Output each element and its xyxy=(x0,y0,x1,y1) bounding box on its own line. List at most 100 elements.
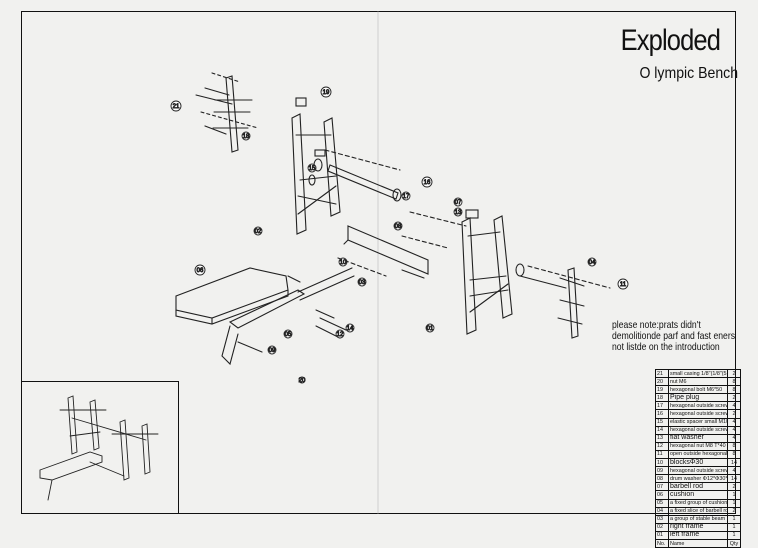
assembly-note: please note:prats didn't demolitionde pa… xyxy=(612,319,736,353)
parts-name-cell: hexagonal nut M8 T*40 xyxy=(668,441,728,451)
parts-no-cell: 17 xyxy=(655,401,669,411)
parts-qty-cell: 1 xyxy=(727,490,741,500)
drawing-sheet: 21 19 18 02 16 07 13 10 03 05 06 04 11 0… xyxy=(21,11,741,548)
parts-qty-cell: 2 xyxy=(727,409,741,419)
svg-text:07: 07 xyxy=(455,200,462,206)
parts-qty-cell: 8 xyxy=(727,385,741,395)
parts-no-cell: 06 xyxy=(655,490,669,500)
svg-text:10: 10 xyxy=(340,260,347,266)
svg-text:08: 08 xyxy=(395,224,402,230)
svg-text:13: 13 xyxy=(455,210,462,216)
callout-08: 08 xyxy=(393,221,403,231)
parts-name-cell: a fixed group of cushion xyxy=(668,498,728,508)
parts-name-cell: hexagonal outside screw M12*120 xyxy=(668,409,728,419)
callout-05: 05 xyxy=(283,329,293,339)
svg-text:11: 11 xyxy=(620,282,627,288)
parts-no-cell: 10 xyxy=(655,458,669,468)
drawing-subtitle: O lympic Bench xyxy=(639,65,738,82)
parts-name-cell: hexagonal outside screw M10 xyxy=(668,425,728,435)
callout-18: 18 xyxy=(241,131,251,141)
parts-name-cell: open outside hexagonal screw M10 xyxy=(668,449,728,460)
callout-21: 21 xyxy=(170,100,182,112)
parts-no-cell: 09 xyxy=(655,466,669,476)
callout-14: 14 xyxy=(345,323,355,333)
svg-text:01: 01 xyxy=(427,326,434,332)
callout-10: 10 xyxy=(338,257,348,267)
drawing-border xyxy=(21,11,736,514)
svg-text:03: 03 xyxy=(359,280,366,286)
callout-17: 17 xyxy=(401,191,411,201)
assembled-view-inset xyxy=(21,381,179,514)
parts-no-cell: 12 xyxy=(655,441,669,451)
parts-name-cell: small casing 1/8"(1/8"(5.5 xyxy=(668,368,728,379)
parts-name-cell: barbell rod xyxy=(668,482,728,492)
svg-text:09: 09 xyxy=(269,348,276,354)
parts-name-cell: left frame xyxy=(668,530,728,540)
parts-qty-cell: 8 xyxy=(727,377,741,387)
parts-name-cell: nut M6 xyxy=(668,377,728,387)
right-post-drawing xyxy=(557,267,585,339)
parts-qty-cell: 14 xyxy=(727,474,741,484)
parts-header-name: Name xyxy=(668,538,728,548)
parts-qty-cell: 4 xyxy=(727,401,741,411)
parts-qty-cell: 1 xyxy=(727,530,741,540)
parts-no-cell: 20 xyxy=(655,377,669,387)
parts-header-qty: Qty xyxy=(727,538,741,548)
callout-20: 20 xyxy=(298,376,306,384)
parts-qty-cell: 14 xyxy=(727,458,741,468)
drawing-title: Exploded xyxy=(620,24,720,57)
parts-qty-cell: 2 xyxy=(727,368,741,379)
assembled-bench-thumbnail xyxy=(39,395,159,501)
right-frame-drawing xyxy=(461,209,525,335)
svg-text:02: 02 xyxy=(255,229,262,235)
parts-qty-cell: 2 xyxy=(727,482,741,492)
callout-16: 16 xyxy=(421,176,433,188)
parts-no-cell: 05 xyxy=(655,498,669,508)
parts-name-cell: a fixed slice of barbell rod xyxy=(668,506,728,516)
parts-no-cell: 18 xyxy=(655,393,669,403)
parts-no-cell: 13 xyxy=(655,433,669,443)
parts-qty-cell: 4 xyxy=(727,417,741,427)
callout-11: 11 xyxy=(617,278,629,290)
cushion-support-drawing xyxy=(221,267,355,366)
parts-name-cell: hexagonal outside screw M10*100 xyxy=(668,401,728,411)
callout-15: 15 xyxy=(307,163,317,173)
callout-07: 07 xyxy=(453,197,463,207)
callout-03: 03 xyxy=(357,277,367,287)
parts-name-cell: hexagonal bolt M6*50 xyxy=(668,385,728,395)
parts-no-cell: 16 xyxy=(655,409,669,419)
callout-06: 06 xyxy=(194,264,206,276)
parts-no-cell: 11 xyxy=(655,449,669,460)
parts-name-cell: right frame xyxy=(668,522,728,532)
parts-qty-cell: 4 xyxy=(727,466,741,476)
parts-qty-cell: 8 xyxy=(727,441,741,451)
svg-text:06: 06 xyxy=(197,268,204,274)
svg-text:15: 15 xyxy=(309,166,316,172)
parts-name-cell: Pipe plug xyxy=(668,393,728,403)
callout-09: 09 xyxy=(267,345,277,355)
parts-qty-cell: 1 xyxy=(727,498,741,508)
callout-02: 02 xyxy=(253,226,263,236)
parts-no-cell: 15 xyxy=(655,417,669,427)
parts-name-cell: elastic spacer small M10 xyxy=(668,417,728,427)
exploded-diagram: 21 19 18 02 16 07 13 10 03 05 06 04 11 0… xyxy=(39,11,629,514)
left-post-drawing xyxy=(195,75,253,153)
parts-header-no: No. xyxy=(655,538,669,548)
svg-text:05: 05 xyxy=(285,332,292,338)
